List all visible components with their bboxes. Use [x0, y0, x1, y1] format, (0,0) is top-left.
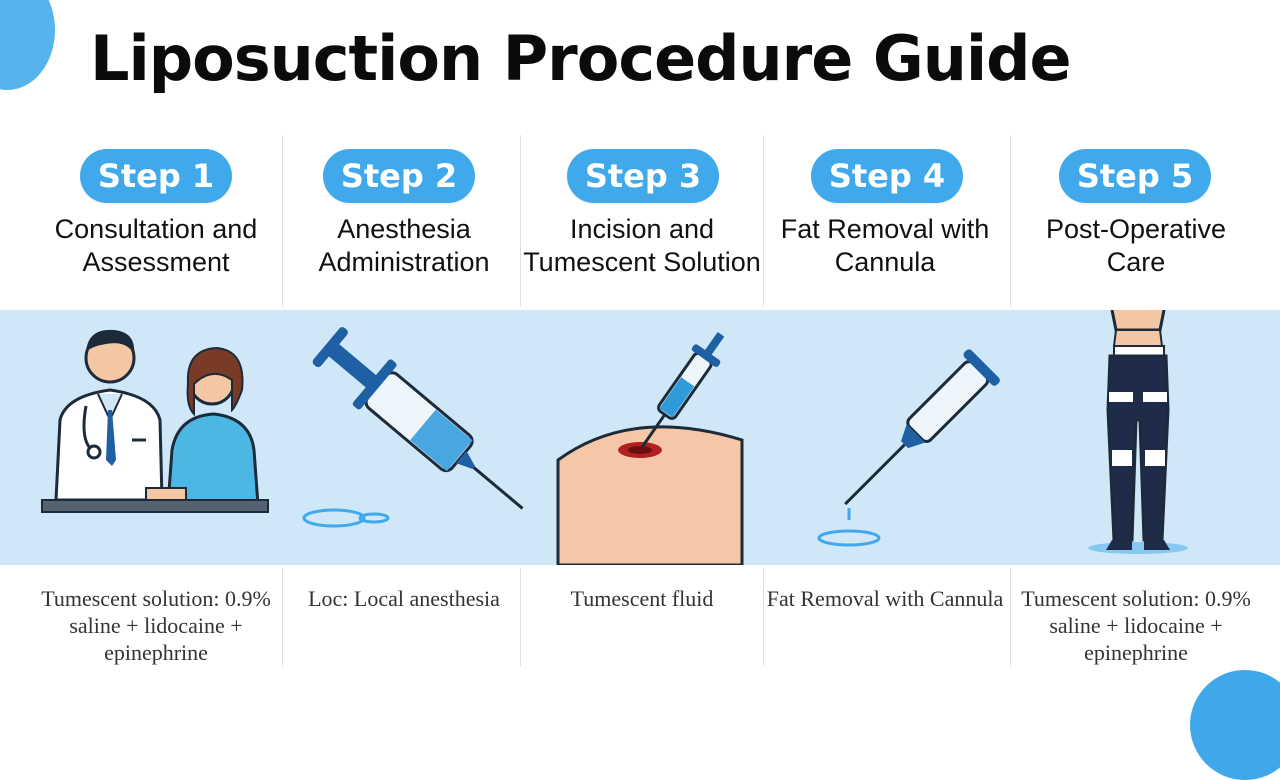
page-title: Liposuction Procedure Guide: [90, 22, 1072, 95]
divider: [282, 135, 283, 307]
step-note: Loc: Local anesthesia: [308, 586, 500, 611]
step-badge: Step 2: [323, 149, 475, 203]
cannula-icon: [817, 349, 1000, 547]
divider: [1010, 568, 1011, 666]
step-title: Post-Operative Care: [1045, 214, 1227, 277]
step-title: Consultation and Assessment: [54, 214, 258, 277]
step-badge: Step 4: [811, 149, 963, 203]
step-badge: Step 1: [80, 149, 232, 203]
step-badge: Step 3: [567, 149, 719, 203]
compression-garment-icon: [1088, 310, 1188, 554]
step-title: Fat Removal with Cannula: [780, 214, 990, 277]
divider: [520, 135, 521, 307]
step-note: Fat Removal with Cannula: [766, 586, 1004, 611]
divider: [520, 568, 521, 666]
step-title: Anesthesia Administration: [318, 214, 490, 277]
corner-decoration-bottom-right: [1190, 670, 1280, 780]
step-note: Tumescent solution: 0.9% saline + lidoca…: [1021, 586, 1251, 665]
incision-icon: [556, 332, 744, 565]
corner-decoration-top-left: [0, 0, 55, 90]
step-note: Tumescent fluid: [570, 586, 714, 611]
step-title: Incision and Tumescent Solution: [523, 214, 761, 277]
divider: [1010, 135, 1011, 307]
step-note: Tumescent solution: 0.9% saline + lidoca…: [41, 586, 271, 665]
doctor-patient-icon: [41, 329, 269, 513]
divider: [763, 568, 764, 666]
divider: [282, 568, 283, 666]
step-badge: Step 5: [1059, 149, 1211, 203]
divider: [763, 135, 764, 307]
syringe-icon: [302, 327, 524, 528]
